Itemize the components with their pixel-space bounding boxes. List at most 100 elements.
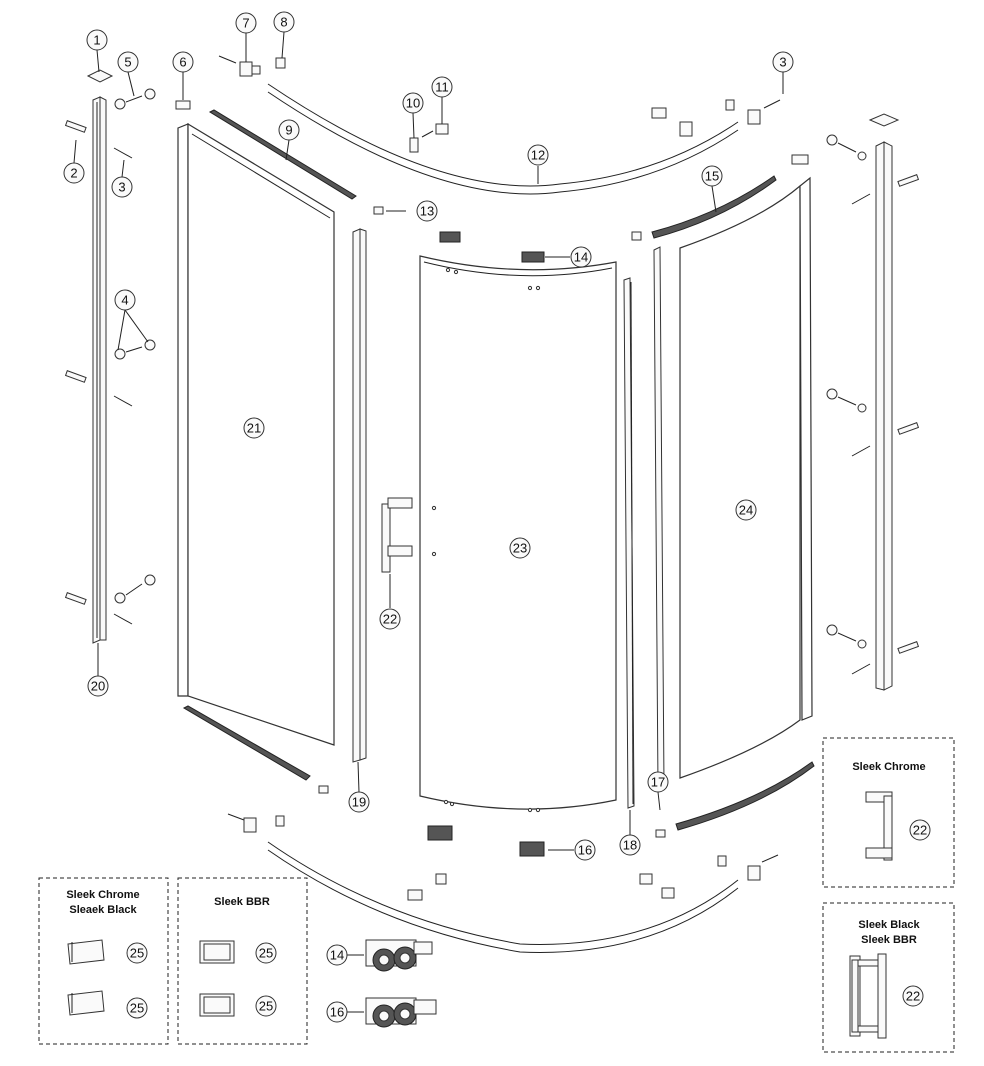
callout-18: 18 [619,834,641,856]
svg-text:1: 1 [93,33,100,48]
callout-14-top: 14 [570,246,592,268]
end-cap-part [199,940,235,964]
callout-16-detail: 16 [326,1001,348,1023]
left-cap [86,69,114,83]
callout-12: 12 [527,144,549,166]
right-top-rail-15 [651,175,777,239]
cap-variant-box-bbr: Sleek BBR 25 25 [177,877,308,1045]
right-bottom-stopper [655,829,666,838]
top-curved-rail [267,83,739,195]
end-cap-part [67,990,105,1016]
svg-text:15: 15 [705,169,719,184]
cap-variant-box-chrome-black: Sleek Chrome Sleaek Black 25 25 [38,877,169,1045]
box-title-line1: Sleek BBR [214,896,270,908]
svg-text:20: 20 [91,679,105,694]
callout-23: 23 [509,537,531,559]
callout-25-a: 25 [126,942,148,964]
svg-text:13: 13 [420,204,434,219]
callout-16-bottom: 16 [574,839,596,861]
svg-text:14: 14 [330,948,344,963]
handle-part [849,953,887,1039]
callout-19: 19 [348,791,370,813]
svg-text:18: 18 [623,838,637,853]
callout-22-black-bbr: 22 [902,985,924,1007]
svg-text:25: 25 [130,946,144,961]
box-title-line2: Sleek BBR [861,934,917,946]
left-top-rail [208,109,357,200]
callout-5: 5 [117,51,139,73]
svg-text:25: 25 [130,1001,144,1016]
box-title-line2: Sleaek Black [69,904,137,916]
box-title-line1: Sleek Black [858,919,920,931]
callout-1: 1 [86,29,108,51]
left-wall-anchors [64,88,156,625]
end-cap-part [199,993,235,1017]
svg-text:21: 21 [247,421,261,436]
svg-text:22: 22 [383,612,397,627]
callout-4: 4 [114,289,136,311]
svg-text:2: 2 [70,166,77,181]
svg-text:17: 17 [651,775,665,790]
svg-text:24: 24 [739,503,753,518]
callout-3-left: 3 [111,176,133,198]
callout-25-c: 25 [255,942,277,964]
left-cap-6 [175,100,191,110]
box-title-line1: Sleek Chrome [66,889,139,901]
handle-part [865,791,893,861]
callout-15: 15 [701,165,723,187]
svg-text:23: 23 [513,541,527,556]
top-mid-bracket [409,123,449,153]
roller-detail-16: 16 [326,997,437,1028]
callout-8: 8 [273,11,295,33]
callout-7: 7 [235,12,257,34]
svg-text:25: 25 [259,999,273,1014]
svg-text:3: 3 [118,180,125,195]
bottom-brackets [227,813,779,901]
handle-variant-box-chrome: Sleek Chrome 22 [822,737,955,888]
svg-text:12: 12 [531,148,545,163]
svg-text:6: 6 [179,55,186,70]
svg-text:25: 25 [259,946,273,961]
callout-24: 24 [735,499,757,521]
top-rollers [439,231,545,263]
right-wall-profile [868,113,900,691]
bottom-curved-rail [267,841,739,953]
callout-11: 11 [431,76,453,98]
right-bottom-rail [675,761,815,831]
end-cap-part [67,939,105,965]
svg-text:8: 8 [280,15,287,30]
right-cap [791,154,809,165]
callout-14-detail: 14 [326,944,348,966]
right-seal-profile-17 [653,246,665,789]
callout-17: 17 [647,771,669,793]
callout-22-chrome: 22 [909,819,931,841]
svg-text:22: 22 [906,989,920,1004]
callout-leaders [73,31,784,1013]
box-title-line1: Sleek Chrome [852,761,925,773]
svg-text:19: 19 [352,795,366,810]
svg-text:14: 14 [574,250,588,265]
top-stopper-13 [373,206,384,215]
svg-text:16: 16 [330,1005,344,1020]
bottom-rollers [427,825,545,857]
callout-25-b: 25 [126,997,148,1019]
roller-detail-14: 14 [326,939,433,972]
top-left-bracket [218,55,286,77]
right-magnet-profile-18 [623,277,635,809]
callout-20: 20 [87,675,109,697]
svg-text:16: 16 [578,843,592,858]
callout-6: 6 [172,51,194,73]
top-right-brackets [651,99,781,137]
callout-22-door: 22 [379,608,401,630]
left-wall-profile [92,96,107,644]
svg-text:11: 11 [435,80,449,95]
svg-text:3: 3 [779,55,786,70]
callout-25-d: 25 [255,995,277,1017]
callout-9: 9 [278,119,300,141]
left-magnet-profile [352,228,367,763]
door-handle [381,497,413,573]
svg-text:5: 5 [124,55,131,70]
right-top-stopper [631,231,642,241]
callout-3-right: 3 [772,51,794,73]
